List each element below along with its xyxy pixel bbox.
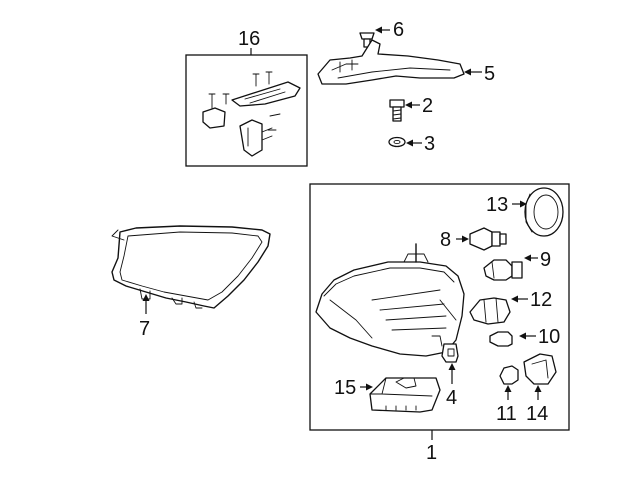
callout-7: 7 <box>139 318 150 340</box>
callout-13: 13 <box>486 194 508 216</box>
part-13-dust-cap: 13 <box>486 187 564 237</box>
callout-1: 1 <box>426 442 437 464</box>
callout-10: 10 <box>538 326 560 348</box>
part-7-lens-frame: 7 <box>111 225 271 340</box>
headlamp-assembly-box-1: 1 8 13 <box>309 183 570 464</box>
part-2-bolt: 2 <box>389 95 433 122</box>
callout-15: 15 <box>334 377 356 399</box>
callout-6: 6 <box>393 19 404 41</box>
callout-16: 16 <box>238 28 260 50</box>
callout-4: 4 <box>446 387 457 409</box>
mounting-kit-box-16: 16 <box>185 28 308 167</box>
part-9-bulb: 9 <box>483 249 551 281</box>
part-12-bulb-socket: 12 <box>469 289 552 325</box>
callout-14: 14 <box>526 403 548 425</box>
part-5-support-bracket: 5 <box>317 39 495 85</box>
part-4-clip: 4 <box>441 343 459 409</box>
headlamp-housing <box>315 243 465 357</box>
part-8-bulb: 8 <box>440 227 507 251</box>
part-14-socket: 14 <box>523 353 557 425</box>
part-3-washer: 3 <box>388 133 435 155</box>
callout-2: 2 <box>422 95 433 117</box>
callout-12: 12 <box>530 289 552 311</box>
callout-3: 3 <box>424 133 435 155</box>
part-15-ballast-module: 15 <box>334 377 441 413</box>
part-6-clip: 6 <box>359 19 404 48</box>
callout-9: 9 <box>540 249 551 271</box>
part-11-small-bulb: 11 <box>496 365 519 425</box>
callout-11: 11 <box>496 403 517 425</box>
callout-5: 5 <box>484 63 495 85</box>
part-10-small-bulb: 10 <box>489 326 560 348</box>
callout-8: 8 <box>440 229 451 251</box>
